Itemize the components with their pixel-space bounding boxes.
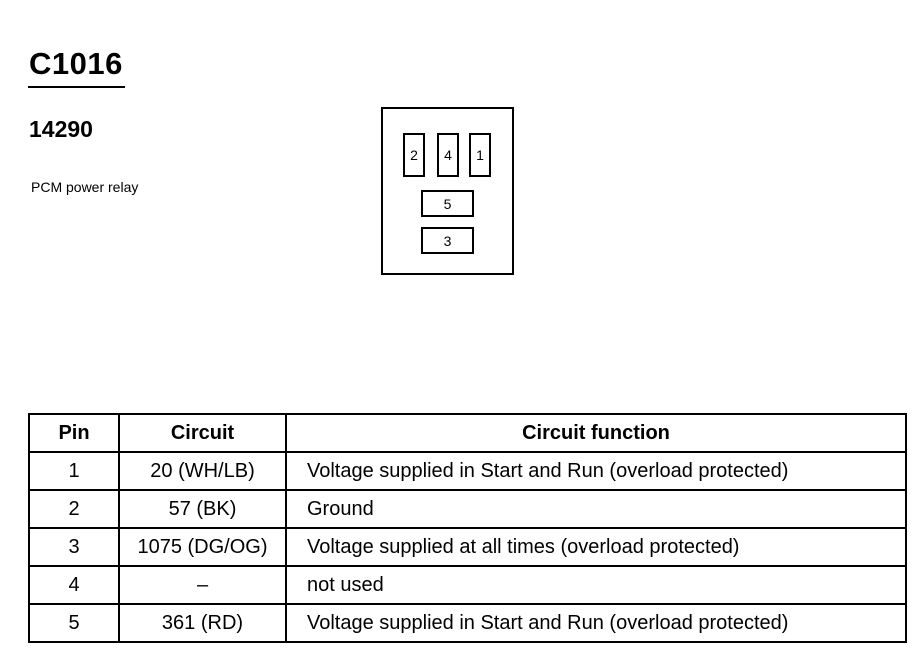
table-row: 1 20 (WH/LB) Voltage supplied in Start a… [28, 451, 907, 491]
function-cell: Ground [285, 489, 907, 529]
connector-title: C1016 [29, 46, 123, 81]
function-cell: Voltage supplied in Start and Run (overl… [285, 451, 907, 491]
function-cell: Voltage supplied at all times (overload … [285, 527, 907, 567]
part-number: 14290 [29, 116, 93, 142]
connector-pin: 2 [403, 133, 425, 177]
table-row: 3 1075 (DG/OG) Voltage supplied at all t… [28, 527, 907, 567]
connector-pin: 1 [469, 133, 491, 177]
connector-description: PCM power relay [31, 179, 139, 195]
table-row: 2 57 (BK) Ground [28, 489, 907, 529]
connector-diagram: 2 4 1 5 3 [381, 107, 514, 275]
pinout-table: Pin Circuit Circuit function 1 20 (WH/LB… [28, 413, 907, 643]
circuit-cell: 361 (RD) [118, 603, 287, 643]
pin-cell: 5 [28, 603, 120, 643]
table-row: 4 – not used [28, 565, 907, 605]
title-underline [28, 86, 125, 88]
circuit-cell: – [118, 565, 287, 605]
pin-cell: 4 [28, 565, 120, 605]
column-header-circuit: Circuit [118, 413, 287, 453]
pin-cell: 2 [28, 489, 120, 529]
circuit-cell: 20 (WH/LB) [118, 451, 287, 491]
pin-cell: 3 [28, 527, 120, 567]
function-cell: not used [285, 565, 907, 605]
table-row: 5 361 (RD) Voltage supplied in Start and… [28, 603, 907, 643]
connector-pin: 4 [437, 133, 459, 177]
circuit-cell: 1075 (DG/OG) [118, 527, 287, 567]
table-header-row: Pin Circuit Circuit function [28, 413, 907, 453]
column-header-function: Circuit function [285, 413, 907, 453]
circuit-cell: 57 (BK) [118, 489, 287, 529]
connector-pin: 5 [421, 190, 474, 217]
column-header-pin: Pin [28, 413, 120, 453]
connector-pin: 3 [421, 227, 474, 254]
function-cell: Voltage supplied in Start and Run (overl… [285, 603, 907, 643]
pin-cell: 1 [28, 451, 120, 491]
